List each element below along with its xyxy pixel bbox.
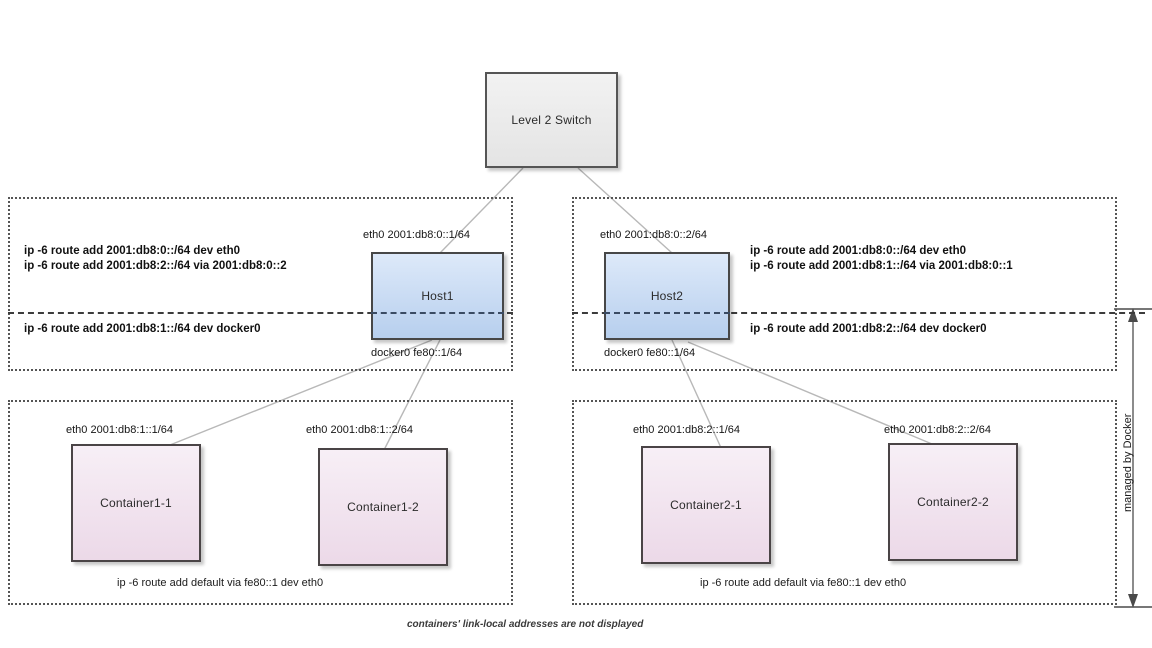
host2-route-above-2: ip -6 route add 2001:db8:1::/64 via 2001…	[750, 260, 1013, 272]
container-2-2-label: Container2-2	[917, 495, 989, 509]
host2-label: Host2	[650, 289, 684, 303]
switch-node[interactable]: Level 2 Switch	[485, 72, 618, 168]
managed-by-docker-label: managed by Docker	[1122, 413, 1134, 512]
host2-group-frame	[572, 197, 1117, 371]
host2-eth0-label: eth0 2001:db8:0::2/64	[600, 229, 708, 241]
container-1-2-node[interactable]: Container1-2	[318, 448, 448, 566]
diagram-footnote: containers' link-local addresses are not…	[407, 619, 644, 630]
container-group-2-frame	[572, 400, 1117, 605]
host2-node-split	[604, 312, 730, 314]
container-2-1-eth0-label: eth0 2001:db8:2::1/64	[633, 424, 741, 436]
switch-label: Level 2 Switch	[511, 113, 592, 127]
container-1-2-eth0-label: eth0 2001:db8:1::2/64	[306, 424, 414, 436]
container-1-1-label: Container1-1	[100, 496, 172, 510]
host1-route-below-1: ip -6 route add 2001:db8:1::/64 dev dock…	[24, 323, 261, 335]
host1-route-above-1: ip -6 route add 2001:db8:0::/64 dev eth0	[24, 245, 241, 257]
host1-node[interactable]: Host1	[371, 252, 504, 340]
container-group-1-frame	[8, 400, 513, 605]
container-1-1-eth0-label: eth0 2001:db8:1::1/64	[66, 424, 174, 436]
container-2-1-label: Container2-1	[670, 498, 742, 512]
container-2-2-node[interactable]: Container2-2	[888, 443, 1018, 561]
host1-docker0-label: docker0 fe80::1/64	[371, 347, 463, 359]
host1-route-above-2: ip -6 route add 2001:db8:2::/64 via 2001…	[24, 260, 287, 272]
host1-node-split	[371, 312, 504, 314]
host1-label: Host1	[421, 289, 454, 303]
host2-route-below-1: ip -6 route add 2001:db8:2::/64 dev dock…	[750, 323, 987, 335]
host2-docker0-label: docker0 fe80::1/64	[604, 347, 696, 359]
container-group-1-default-route: ip -6 route add default via fe80::1 dev …	[117, 577, 324, 589]
container-2-2-eth0-label: eth0 2001:db8:2::2/64	[884, 424, 992, 436]
container-group-2-default-route: ip -6 route add default via fe80::1 dev …	[700, 577, 907, 589]
container-1-2-label: Container1-2	[347, 500, 419, 514]
host1-eth0-label: eth0 2001:db8:0::1/64	[363, 229, 471, 241]
host1-kernel-split	[8, 312, 513, 314]
host2-node[interactable]: Host2	[604, 252, 730, 340]
host2-route-above-1: ip -6 route add 2001:db8:0::/64 dev eth0	[750, 245, 967, 257]
host1-group-frame	[8, 197, 513, 371]
container-2-1-node[interactable]: Container2-1	[641, 446, 771, 564]
host2-kernel-split	[572, 312, 1145, 314]
container-1-1-node[interactable]: Container1-1	[71, 444, 201, 562]
